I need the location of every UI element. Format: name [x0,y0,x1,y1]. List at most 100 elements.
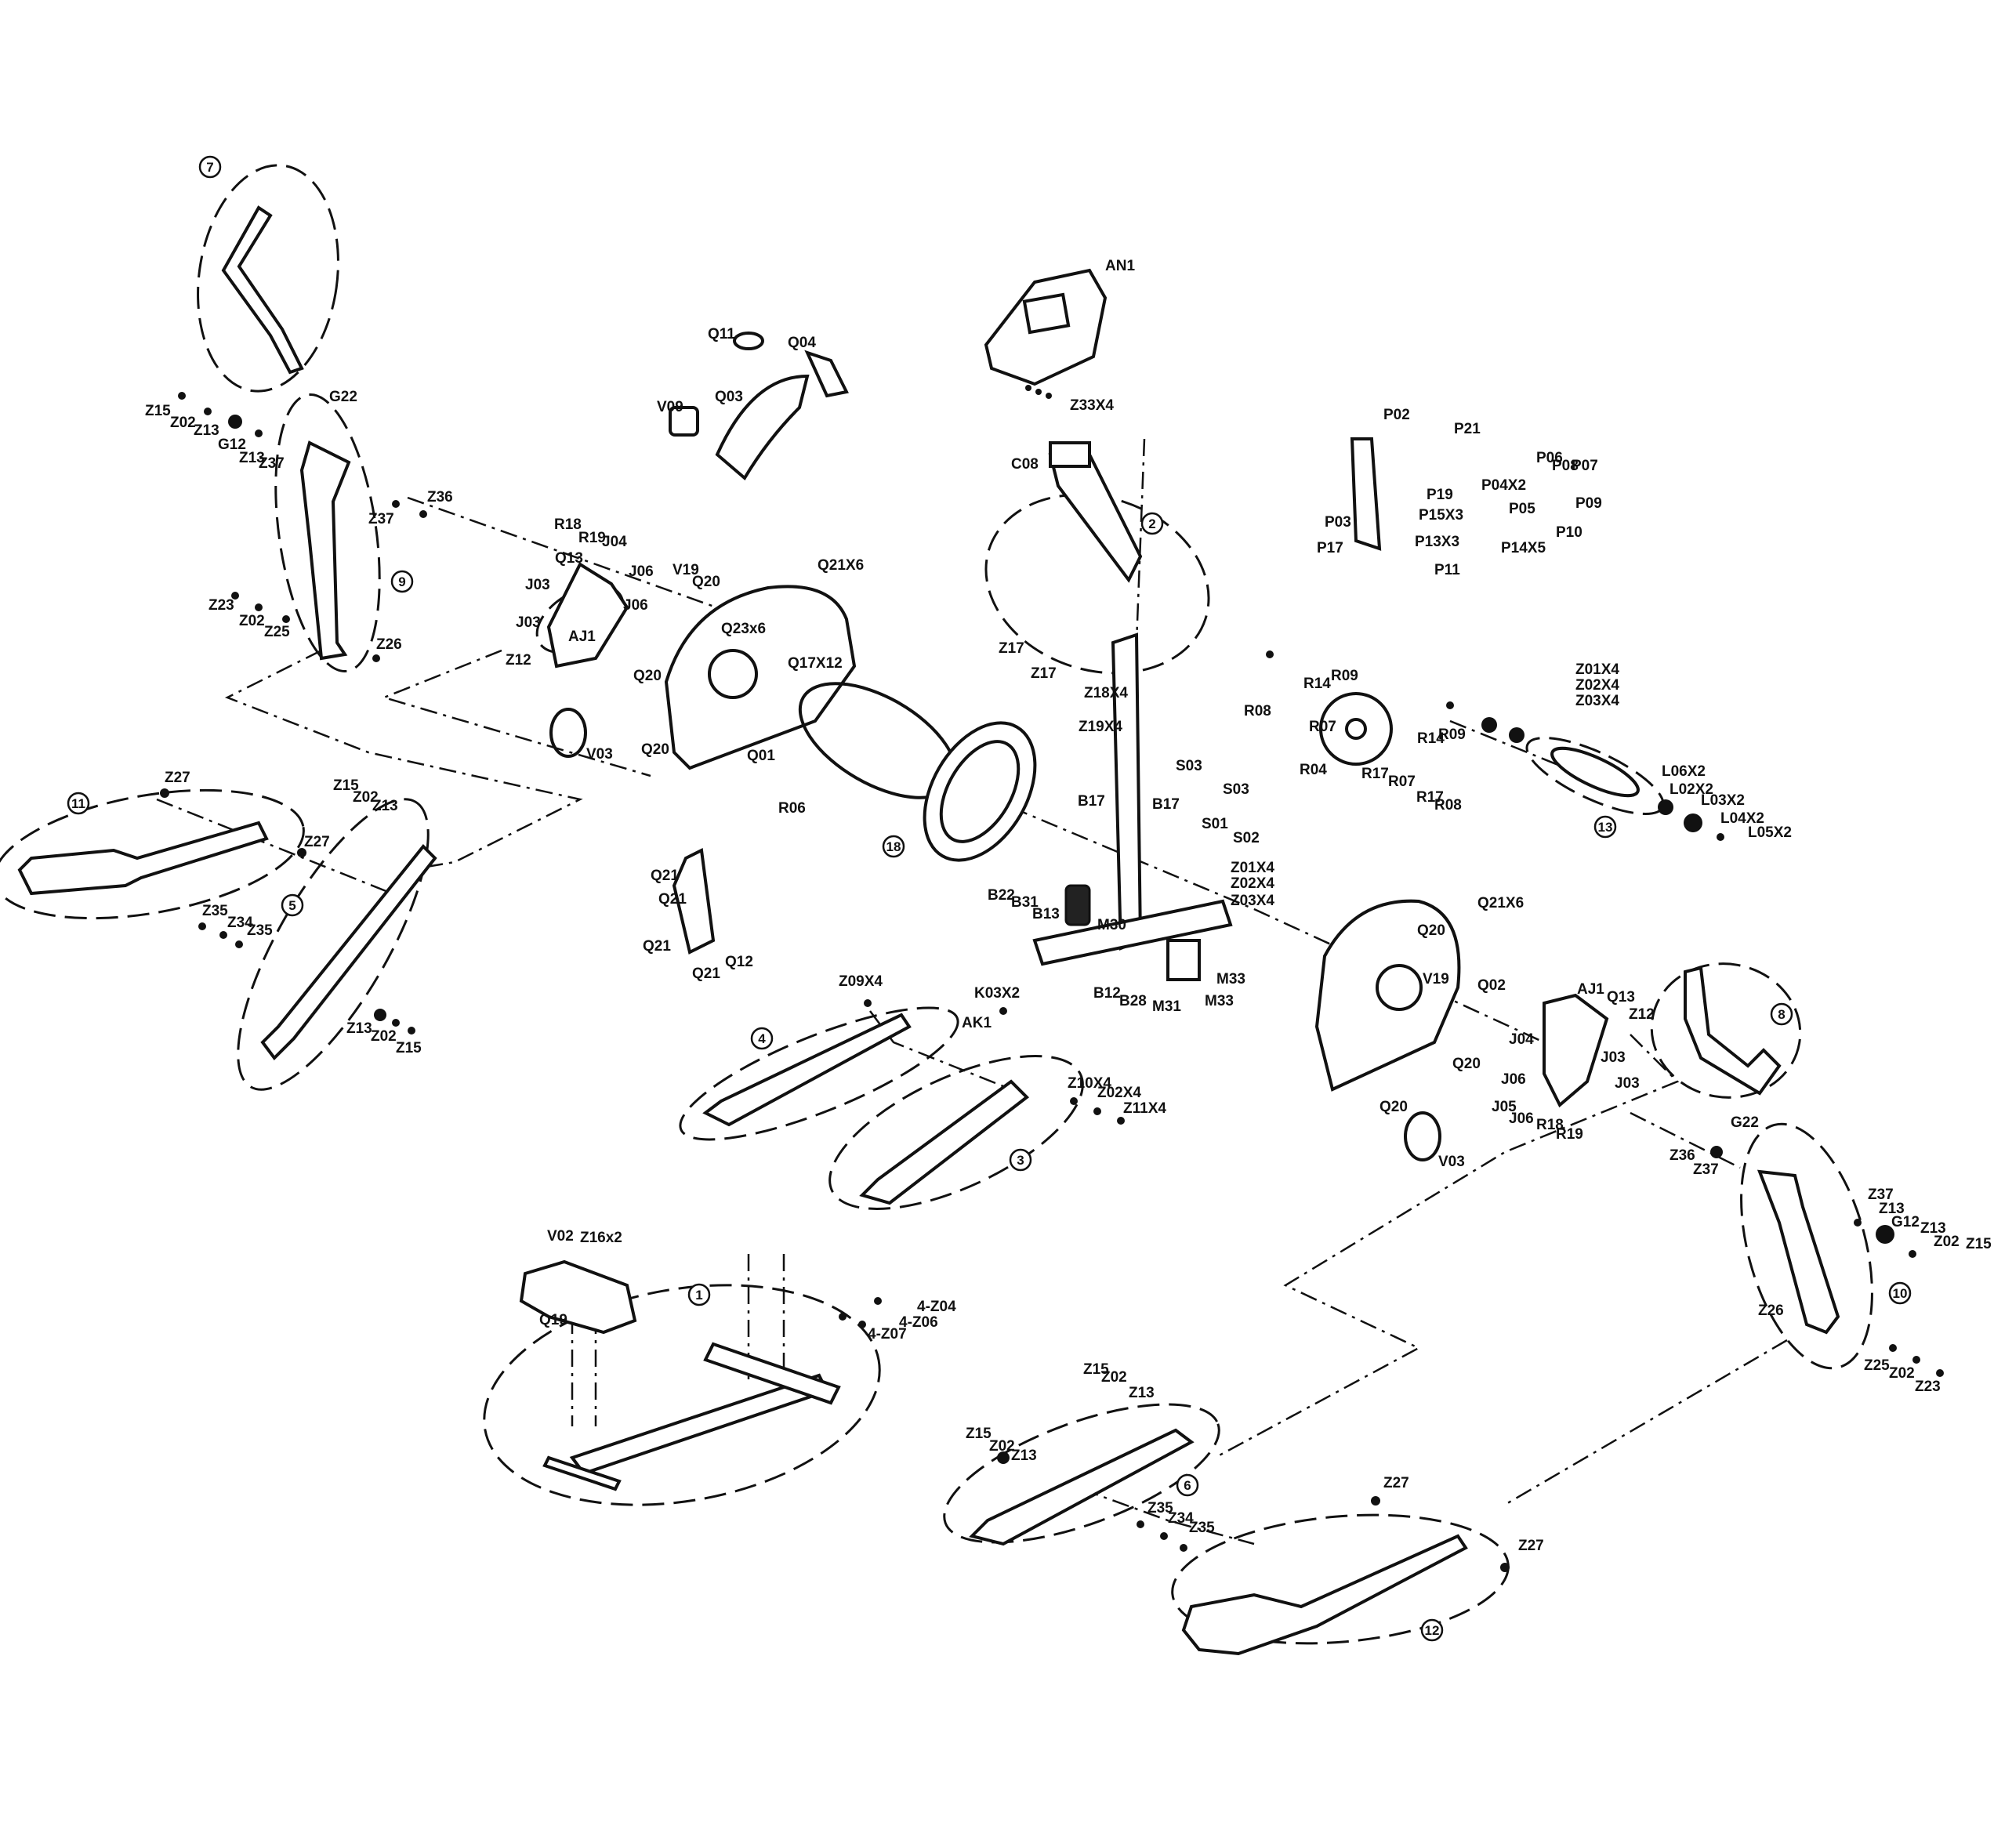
part-label: Z15 [1083,1361,1109,1378]
callout-circle [1140,512,1164,535]
part-label: L05X2 [1748,824,1792,841]
part-label: Z02X4 [1097,1085,1141,1101]
part-label: P02 [1383,407,1410,423]
bolt-icon [999,1007,1007,1015]
pulley-r04-hub [1345,718,1367,740]
part-label: B31 [1011,894,1039,911]
callout-4: 4 [750,1027,774,1050]
part-label: Z34 [1168,1510,1194,1527]
callout-circle [687,1283,711,1306]
part-label: Z23 [208,597,234,614]
group-2-outline [984,493,1210,675]
part-label: G12 [1891,1214,1920,1230]
bolt-icon [1117,1117,1125,1125]
assembly-connection-lines [156,438,1788,1545]
part-label: R14 [1417,730,1445,747]
part-label: Z35 [1189,1520,1215,1536]
part-label: V09 [657,399,683,415]
part-label: Z01X4 [1231,860,1274,876]
part-label: Q03 [715,389,743,405]
bolt-icon [1046,393,1052,399]
callout-number: 13 [1598,820,1613,835]
part-label: Z12 [1629,1006,1655,1023]
callout-circle [1009,1148,1032,1172]
washer-icon [1710,1146,1723,1158]
part-label: R19 [1556,1126,1583,1143]
cover-v09-part [669,406,699,437]
part-label: Z27 [304,834,330,850]
bolt-icon [1446,701,1454,709]
arm-6-part [969,1428,1195,1546]
part-label: Q21X6 [818,557,864,574]
callout-6: 6 [1176,1473,1199,1497]
fasteners [160,385,1944,1572]
link-right-arm [1630,1111,1741,1169]
bolt-icon [1137,1520,1144,1528]
part-label: Z02 [989,1438,1015,1455]
group-3-outline [828,1055,1084,1210]
part-label: Z10X4 [1068,1075,1111,1092]
link-footrest-left [156,798,393,895]
link-right-footrest [1504,1339,1788,1506]
part-label: L03X2 [1701,792,1745,809]
part-label: J03 [1615,1075,1640,1092]
part-label: B17 [1152,796,1180,813]
console-screen-part [1022,292,1071,335]
part-label: 4-Z07 [868,1326,907,1343]
bolt-icon [1936,1369,1944,1377]
part-label: M31 [1152,998,1181,1015]
flywheel-inner [939,740,1021,843]
bolt-icon [1180,1544,1187,1552]
part-label: R18 [1536,1117,1564,1133]
bolt-icon [1717,833,1724,841]
part-label: Q20 [1417,922,1445,939]
part-label: R04 [1300,762,1327,778]
part-label: Q13 [1607,989,1635,1006]
part-label: Z23 [1915,1379,1941,1395]
part-label: Q12 [725,954,753,970]
part-label: R18 [554,516,582,533]
bolt-icon [1025,385,1031,391]
callout-number: 11 [71,796,85,811]
callout-11: 11 [67,792,90,815]
callout-circle [882,835,905,858]
part-label: C08 [1011,456,1039,473]
part-label: Q21 [658,891,687,908]
footrest-right-part [1181,1534,1468,1656]
callout-5: 5 [281,893,304,917]
bolt-icon [372,654,380,662]
part-label: S01 [1202,816,1228,832]
part-label: J05 [1492,1099,1517,1115]
part-label: V02 [547,1228,574,1245]
bolt-icon [255,429,263,437]
bolt-icon [178,392,186,400]
group-8-outline [1650,962,1802,1099]
part-label: Z37 [1693,1161,1719,1178]
part-label: Z34 [227,915,253,931]
part-label: M33 [1216,971,1245,987]
part-label: P04X2 [1481,477,1526,494]
part-label: P21 [1454,421,1481,437]
part-label: Z13 [1129,1385,1155,1401]
frame-upright-part [1111,632,1143,951]
part-label: Q21 [643,938,671,955]
part-label: P17 [1317,540,1343,556]
part-label: Z35 [202,903,228,919]
part-label: Z13 [346,1020,372,1037]
callout-circle [1593,815,1617,839]
part-label: R09 [1331,668,1358,684]
ring-v03-right [1404,1111,1441,1161]
part-label: R14 [1303,676,1331,692]
bolt-icon [235,940,243,948]
part-label: Z17 [999,640,1024,657]
part-label: Z27 [1383,1475,1409,1491]
part-label: Z15 [396,1040,422,1056]
callout-2: 2 [1140,512,1164,535]
base-foot-part [542,1455,622,1491]
group-7-outline [197,164,339,393]
part-label: J03 [1601,1049,1626,1066]
part-label: Q21 [651,868,679,884]
bolt-icon [1854,1219,1862,1227]
